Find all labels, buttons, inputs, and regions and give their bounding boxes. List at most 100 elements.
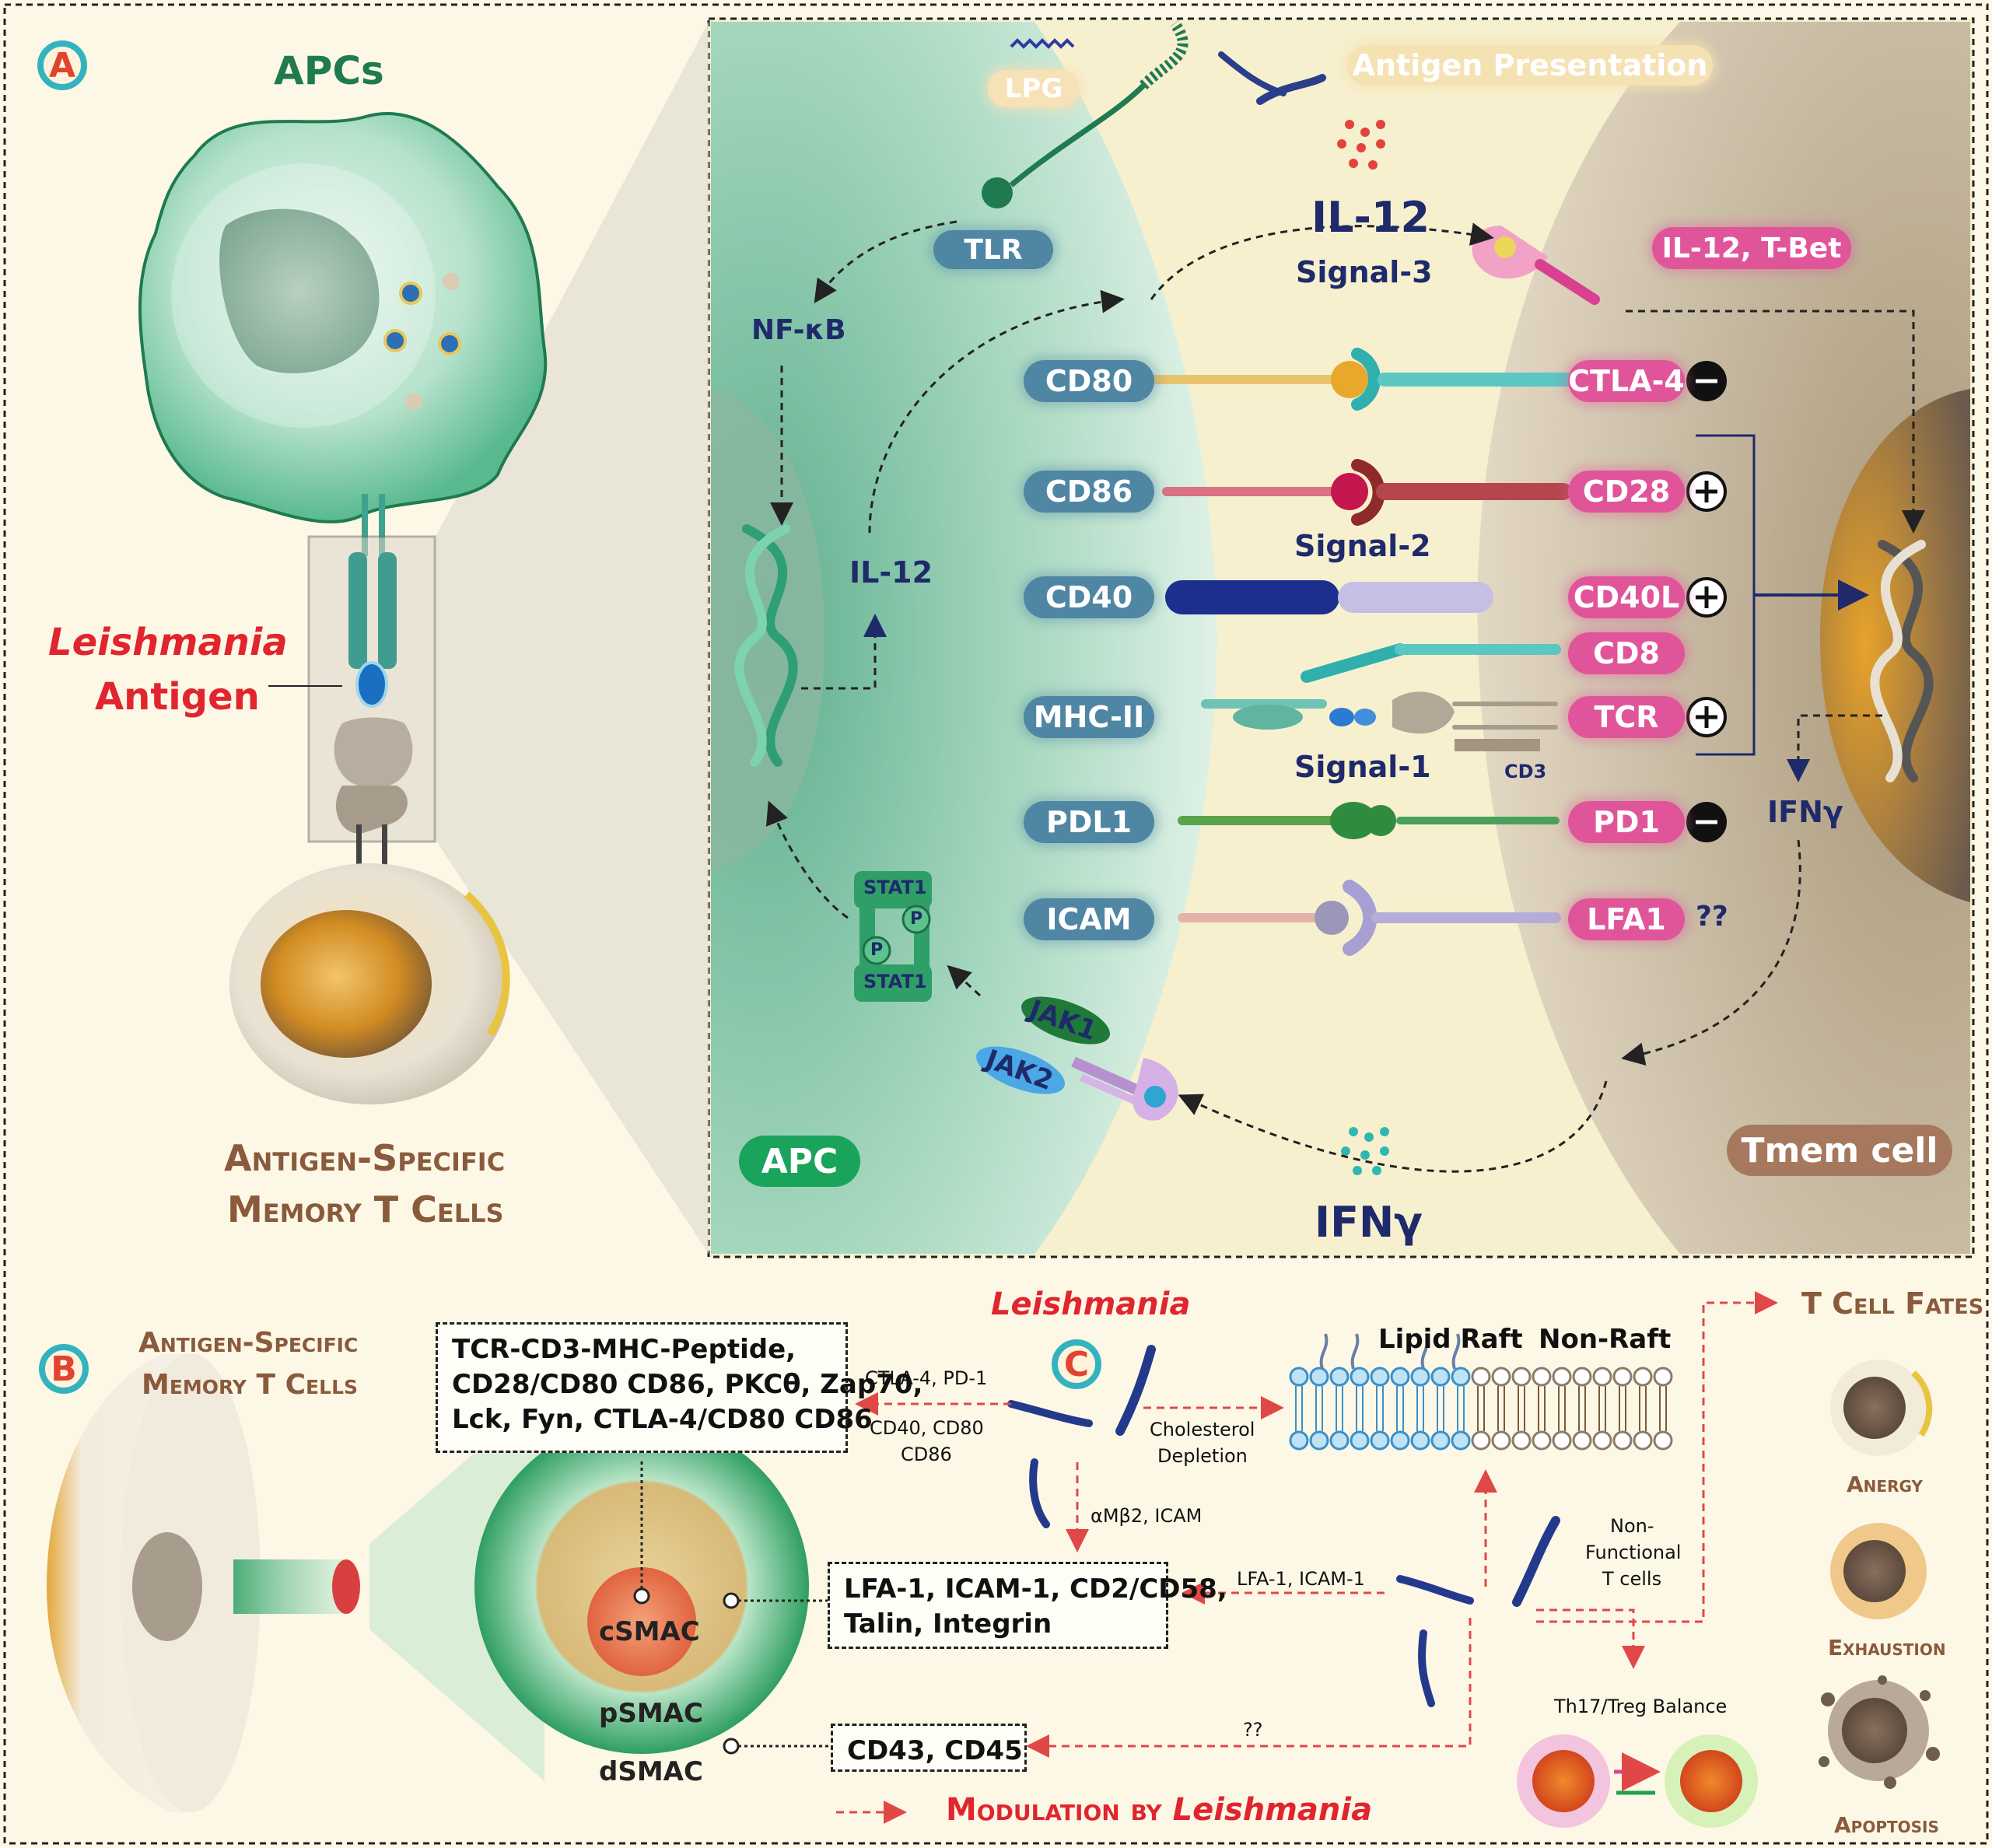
apc-ligand-pill: ICAM bbox=[1024, 898, 1154, 940]
psmac-molecules-box: LFA-1, ICAM-1, CD2/CD58, Talin, Integrin bbox=[828, 1562, 1227, 1649]
ifng-bottom-label: IFNγ bbox=[1315, 1198, 1423, 1247]
lipid-head bbox=[1289, 1430, 1309, 1451]
csmac-line-2: CD28/CD80 CD86, PKCθ, Zap70, bbox=[452, 1368, 923, 1400]
t-cell-receptor-pill: CD28 bbox=[1568, 471, 1685, 513]
t-cell-receptor-pill: TCR bbox=[1568, 696, 1685, 738]
t-cell-receptor-pill: CD8 bbox=[1568, 632, 1685, 674]
t-cell-receptor-pill: CTLA-4 bbox=[1568, 360, 1685, 402]
lipid-head bbox=[1532, 1430, 1552, 1451]
lipid-head bbox=[1451, 1430, 1471, 1451]
t-cell-fates-label: T Cell Fates bbox=[1801, 1286, 1984, 1321]
lipid-head bbox=[1289, 1367, 1309, 1387]
nonfunctional-label-3: T cells bbox=[1602, 1568, 1662, 1590]
lipid-head bbox=[1471, 1430, 1491, 1451]
il12-main-label: IL-12 bbox=[1311, 193, 1430, 242]
lipid-head bbox=[1592, 1430, 1612, 1451]
costim-plus-icon bbox=[1686, 471, 1727, 512]
cd3-label: CD3 bbox=[1504, 761, 1547, 782]
il12-tbet-label: IL-12, T-Bet bbox=[1652, 227, 1851, 269]
apc-ligand-pill: MHC-II bbox=[1024, 696, 1154, 738]
lipid-head bbox=[1572, 1430, 1592, 1451]
stat1-top-label: STAT1 bbox=[863, 877, 927, 898]
t-cell-receptor-pill: CD40L bbox=[1568, 576, 1685, 618]
lipid-head bbox=[1350, 1430, 1370, 1451]
costim-plus-icon bbox=[1686, 577, 1727, 618]
memory-t-cells-title-b1: Antigen-Specific bbox=[138, 1327, 359, 1359]
lipid-head bbox=[1471, 1367, 1491, 1387]
ctla4-pd1-label: CTLA-4, PD-1 bbox=[865, 1367, 988, 1389]
lipid-head bbox=[1633, 1367, 1653, 1387]
csmac-line-1: TCR-CD3-MHC-Peptide, bbox=[452, 1334, 796, 1365]
badge-a: A bbox=[37, 40, 87, 90]
p-label-2: P bbox=[870, 940, 884, 960]
dsmac-line-1: CD43, CD45 bbox=[847, 1735, 1023, 1766]
memory-t-cells-title-a1: Antigen-Specific bbox=[224, 1137, 506, 1179]
modulation-legend-text: Modulation by bbox=[946, 1792, 1173, 1828]
cd40-cd80-label-2: CD86 bbox=[901, 1444, 952, 1465]
unknown-marker-label: ?? bbox=[1243, 1719, 1263, 1741]
apc-ligand-pill: PDL1 bbox=[1024, 801, 1154, 843]
t-cell-receptor-pill: LFA1 bbox=[1568, 898, 1685, 940]
lpg-label: LPG bbox=[988, 70, 1080, 107]
raft-protein bbox=[1451, 1333, 1461, 1370]
stat1-bottom-label: STAT1 bbox=[863, 971, 927, 992]
leishmania-antigen-label: Leishmania bbox=[48, 621, 288, 664]
raft-protein bbox=[1420, 1333, 1430, 1370]
modulation-legend-species: Leishmania bbox=[1172, 1792, 1373, 1828]
lipid-head bbox=[1633, 1430, 1653, 1451]
lipid-head bbox=[1410, 1367, 1430, 1387]
lipid-head bbox=[1329, 1430, 1350, 1451]
lipid-head bbox=[1653, 1367, 1673, 1387]
csmac-label: cSMAC bbox=[599, 1616, 700, 1647]
psmac-line-1: LFA-1, ICAM-1, CD2/CD58, bbox=[844, 1573, 1227, 1605]
lipid-head bbox=[1350, 1367, 1370, 1387]
lipid-head bbox=[1390, 1430, 1410, 1451]
lipid-head bbox=[1511, 1367, 1532, 1387]
badge-b: B bbox=[39, 1344, 89, 1394]
lipid-head bbox=[1552, 1430, 1572, 1451]
memory-t-cells-title-b2: Memory T Cells bbox=[142, 1369, 359, 1401]
anergy-label: Anergy bbox=[1847, 1472, 1923, 1497]
p-label-1: P bbox=[910, 909, 923, 929]
amb2-icam-label: αMβ2, ICAM bbox=[1091, 1505, 1203, 1527]
psmac-line-2: Talin, Integrin bbox=[844, 1608, 1052, 1640]
signal-3-label: Signal-3 bbox=[1296, 255, 1433, 289]
lipid-head bbox=[1532, 1367, 1552, 1387]
apc-ligand-pill: CD86 bbox=[1024, 471, 1154, 513]
lipid-head bbox=[1309, 1430, 1329, 1451]
lipid-raft-label: Lipid Raft bbox=[1378, 1324, 1523, 1355]
lipid-head bbox=[1390, 1367, 1410, 1387]
apc-ligand-pill: CD40 bbox=[1024, 576, 1154, 618]
apoptosis-label: Apoptosis bbox=[1834, 1812, 1939, 1838]
lipid-head bbox=[1309, 1367, 1329, 1387]
leishmania-c-label: Leishmania bbox=[991, 1286, 1191, 1322]
lipid-head bbox=[1491, 1367, 1511, 1387]
antigen-presentation-label: Antigen Presentation bbox=[1347, 45, 1713, 86]
th17-treg-label: Th17/Treg Balance bbox=[1554, 1696, 1728, 1717]
signal-2-label: Signal-2 bbox=[1294, 529, 1431, 563]
lipid-head bbox=[1451, 1367, 1471, 1387]
nfkb-label: NF-κB bbox=[751, 314, 846, 346]
raft-protein bbox=[1319, 1333, 1329, 1370]
apcs-title: APCs bbox=[274, 48, 384, 93]
apc-cell-label: APC bbox=[739, 1136, 860, 1187]
t-cell-receptor-pill: PD1 bbox=[1568, 801, 1685, 843]
lipid-head bbox=[1491, 1430, 1511, 1451]
psmac-label: pSMAC bbox=[599, 1698, 703, 1729]
lipid-head bbox=[1410, 1430, 1430, 1451]
lipid-head bbox=[1612, 1367, 1633, 1387]
coinhib-minus-icon bbox=[1686, 802, 1727, 842]
il12-side-label: IL-12 bbox=[849, 555, 933, 590]
dsmac-molecules-box: CD43, CD45 bbox=[831, 1724, 1027, 1772]
lfa1-icam1-label: LFA-1, ICAM-1 bbox=[1237, 1568, 1365, 1590]
antigen-label: Antigen bbox=[95, 675, 260, 719]
costim-plus-icon bbox=[1686, 697, 1727, 737]
coinhib-minus-icon bbox=[1686, 361, 1727, 401]
memory-t-cells-title-a2: Memory T Cells bbox=[227, 1188, 504, 1230]
nonfunctional-label-2: Functional bbox=[1585, 1542, 1682, 1563]
lipid-head bbox=[1612, 1430, 1633, 1451]
lipid-head bbox=[1552, 1367, 1572, 1387]
badge-c: C bbox=[1052, 1339, 1101, 1389]
